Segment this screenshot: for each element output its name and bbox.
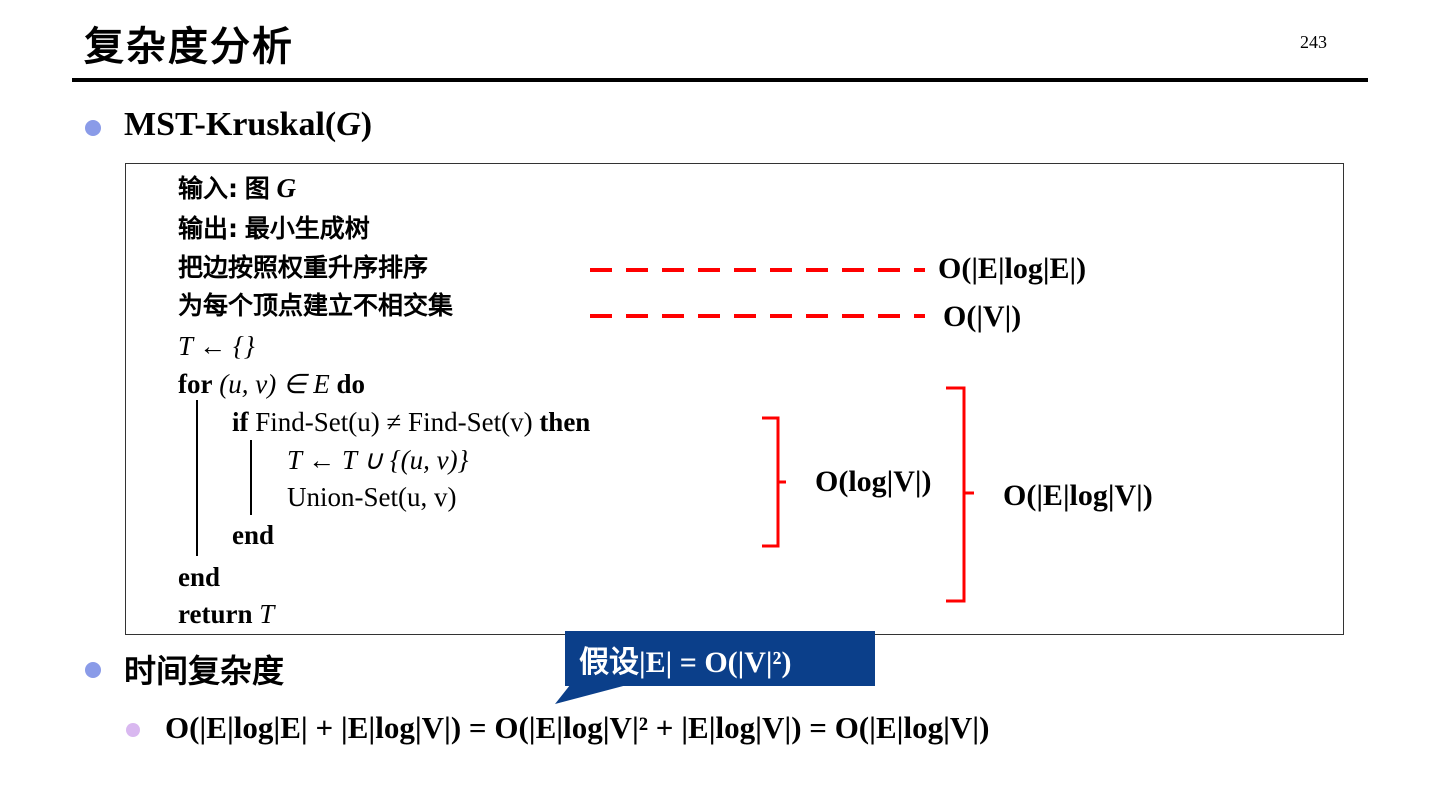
if-expr: Find-Set(u) ≠ Find-Set(v) <box>255 407 533 437</box>
make-set-dashed-line <box>590 314 925 318</box>
algo-return: return T <box>178 597 274 631</box>
algo-assign: T ← T ∪ {(u, v)} <box>287 445 469 475</box>
bullet-heading-complexity: 时间复杂度 <box>124 652 285 690</box>
sort-dashed-line <box>590 268 925 272</box>
then-kw: then <box>539 407 591 437</box>
for-block-bar <box>196 400 198 556</box>
bullet-heading-kruskal: MST-Kruskal(G) <box>124 106 372 144</box>
heading-text: MST-Kruskal( <box>124 106 337 143</box>
algo-end-inner: end <box>232 520 275 550</box>
algo-end-outer: end <box>178 562 221 592</box>
for-expr: (u, v) ∈ E <box>219 369 330 399</box>
page-title: 复杂度分析 <box>84 24 294 70</box>
heading-close: ) <box>360 106 373 143</box>
input-label: 输入: <box>178 174 238 203</box>
algo-if: if Find-Set(u) ≠ Find-Set(v) then <box>232 405 590 439</box>
page-number: 243 <box>1300 32 1327 52</box>
algo-union: Union-Set(u, v) <box>287 482 457 512</box>
if-block-bar <box>250 440 252 515</box>
output-value: 最小生成树 <box>244 214 370 243</box>
callout-tail <box>555 680 646 704</box>
return-kw: return <box>178 599 253 629</box>
if-brace <box>762 416 786 548</box>
if-kw: if <box>232 407 249 437</box>
algo-make-set-step: 为每个顶点建立不相交集 <box>178 291 454 320</box>
title-divider <box>72 78 1368 82</box>
return-var: T <box>259 599 275 629</box>
algo-init: T ← {} <box>178 331 255 361</box>
make-set-cost: O(|V|) <box>943 300 1022 333</box>
assumption-callout: 假设|E| = O(|V|²) <box>565 631 875 686</box>
algo-for: for (u, v) ∈ E do <box>178 367 365 401</box>
algo-input: 输入: 图 G <box>178 171 296 206</box>
do-kw: do <box>336 369 365 399</box>
loop-cost: O(|E|log|V|) <box>1003 479 1153 512</box>
bullet-icon <box>85 662 101 678</box>
sort-cost: O(|E|log|E|) <box>938 252 1087 285</box>
output-label: 输出: <box>178 214 238 243</box>
brace-marks <box>762 416 786 548</box>
loop-brace <box>946 386 974 603</box>
bullet-icon <box>85 120 101 136</box>
algo-sort-step: 把边按照权重升序排序 <box>178 253 429 282</box>
for-kw: for <box>178 369 213 399</box>
input-value: 图 <box>244 174 270 203</box>
input-var: G <box>276 173 297 203</box>
complexity-formula: O(|E|log|E| + |E|log|V|) = O(|E|log|V|² … <box>165 710 990 745</box>
algo-output: 输出: 最小生成树 <box>178 211 370 246</box>
sub-bullet-icon <box>126 723 140 737</box>
if-cost: O(log|V|) <box>815 465 932 498</box>
heading-arg: G <box>336 106 361 143</box>
loop-brace-svg <box>946 386 974 603</box>
